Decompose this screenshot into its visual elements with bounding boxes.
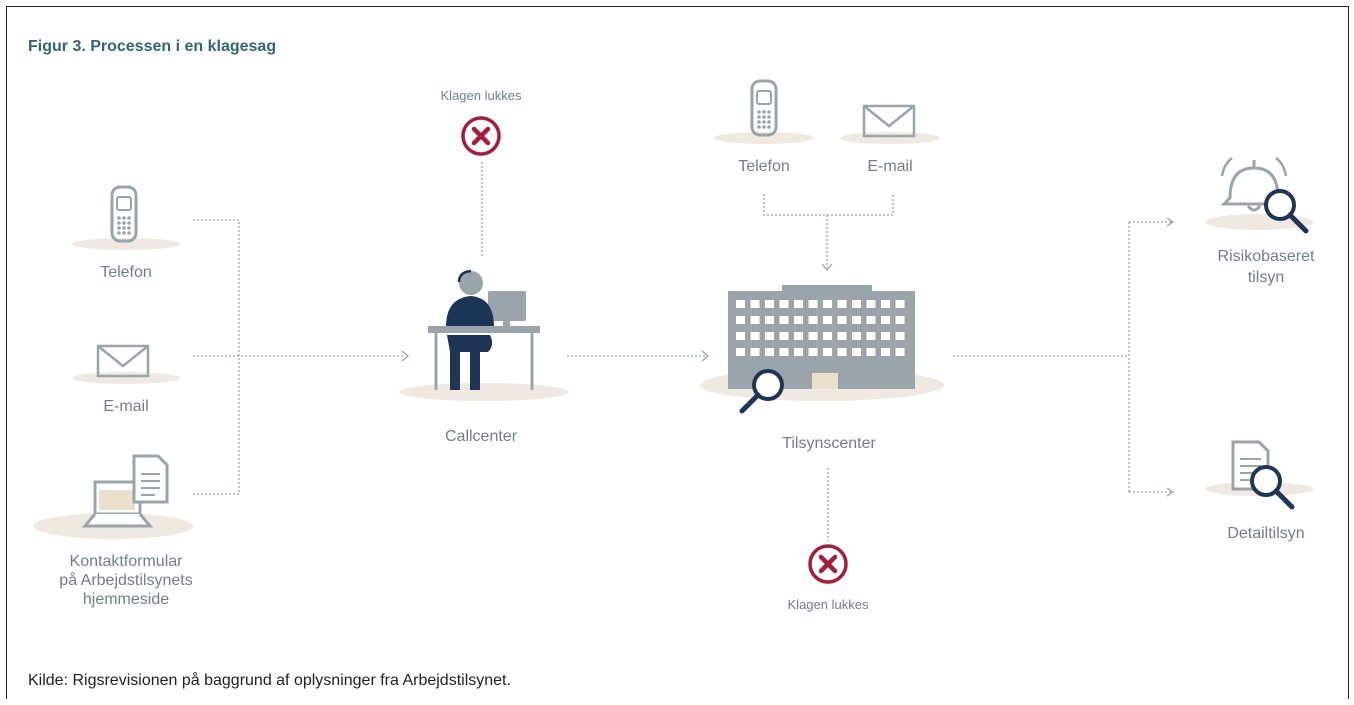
- building-window: [881, 316, 890, 324]
- building-window: [765, 348, 774, 356]
- building-window: [881, 348, 890, 356]
- building-window: [852, 300, 861, 308]
- tilsynscenter-email: [840, 104, 940, 144]
- mail-icon: [96, 344, 150, 378]
- building-window: [808, 332, 818, 340]
- input-email: [72, 344, 180, 384]
- building-window: [866, 348, 876, 356]
- building-window: [779, 316, 789, 324]
- tilsynscenter-closed-label: Klagen lukkes: [787, 597, 869, 612]
- building-window: [779, 348, 789, 356]
- building-window: [779, 332, 789, 340]
- building-window: [881, 332, 890, 340]
- phone-icon: [750, 79, 778, 137]
- building-window: [794, 332, 803, 340]
- building-window: [808, 316, 818, 324]
- document-icon: [132, 454, 169, 504]
- building-window: [823, 348, 832, 356]
- building-window: [895, 348, 905, 356]
- laptop-icon: [81, 480, 154, 528]
- building-window: [779, 300, 789, 308]
- building-window: [808, 348, 818, 356]
- callcenter-label: Callcenter: [444, 428, 518, 445]
- figure-frame: [6, 6, 1349, 699]
- building-window: [794, 316, 803, 324]
- building-window: [736, 316, 745, 324]
- outcome-risk-label: Risikobaseret tilsyn: [1217, 248, 1315, 286]
- input-contact-form: [33, 454, 193, 539]
- tilsynscenter-phone-label: Telefon: [738, 158, 790, 175]
- building-window: [750, 348, 760, 356]
- building-window: [866, 332, 876, 340]
- input-email-label: E-mail: [103, 398, 149, 415]
- building-window: [794, 348, 803, 356]
- building-window: [765, 332, 774, 340]
- building-window: [750, 300, 760, 308]
- connector-tilsynscenter-to-outcomes: [953, 217, 1175, 497]
- phone-icon: [110, 185, 138, 243]
- building-window: [808, 300, 818, 308]
- building-window: [765, 316, 774, 324]
- mail-icon: [862, 104, 916, 138]
- callcenter-closed-icon: [463, 118, 499, 154]
- connector-callcenter-to-tilsynscenter: [567, 350, 710, 362]
- outcome-risk-based: [1205, 157, 1313, 231]
- tilsynscenter-closed-icon: [810, 546, 846, 582]
- building-window: [895, 332, 905, 340]
- building-window: [895, 300, 905, 308]
- building-window: [765, 300, 774, 308]
- callcenter-closed-label: Klagen lukkes: [440, 88, 522, 103]
- tilsynscenter-email-label: E-mail: [867, 158, 913, 175]
- tilsynscenter-phone: [714, 79, 814, 144]
- building-window: [837, 332, 847, 340]
- tilsynscenter-label: Tilsynscenter: [782, 435, 876, 452]
- outcome-detail: [1205, 440, 1313, 507]
- outcome-detail-label: Detailtilsyn: [1227, 525, 1305, 542]
- building-window: [736, 300, 745, 308]
- building-window: [823, 300, 832, 308]
- building-window: [852, 332, 861, 340]
- building-window: [866, 300, 876, 308]
- building-window: [895, 316, 905, 324]
- input-form-label: Kontaktformular på Arbejdstilsynets hjem…: [59, 553, 193, 608]
- tilsynscenter-building-icon: [700, 285, 944, 411]
- building-window: [837, 316, 847, 324]
- building-window: [881, 300, 890, 308]
- building-window: [750, 332, 760, 340]
- connector-inputs-to-callcenter: [193, 219, 410, 495]
- building-window: [837, 348, 847, 356]
- callcenter-agent-icon: [399, 269, 569, 401]
- building-window: [736, 348, 745, 356]
- building-window: [736, 332, 745, 340]
- building-window: [823, 332, 832, 340]
- input-phone-label: Telefon: [100, 264, 152, 281]
- building-window: [794, 300, 803, 308]
- building-window: [750, 316, 760, 324]
- building-window: [852, 316, 861, 324]
- source-note: Kilde: Rigsrevisionen på baggrund af opl…: [28, 672, 511, 689]
- building-window: [852, 348, 861, 356]
- figure-title: Figur 3. Processen i en klagesag: [28, 38, 277, 55]
- building-window: [823, 316, 832, 324]
- building-window: [866, 316, 876, 324]
- building-window: [837, 300, 847, 308]
- input-phone: [72, 185, 180, 250]
- connector-contact-to-tilsynscenter: [763, 194, 894, 272]
